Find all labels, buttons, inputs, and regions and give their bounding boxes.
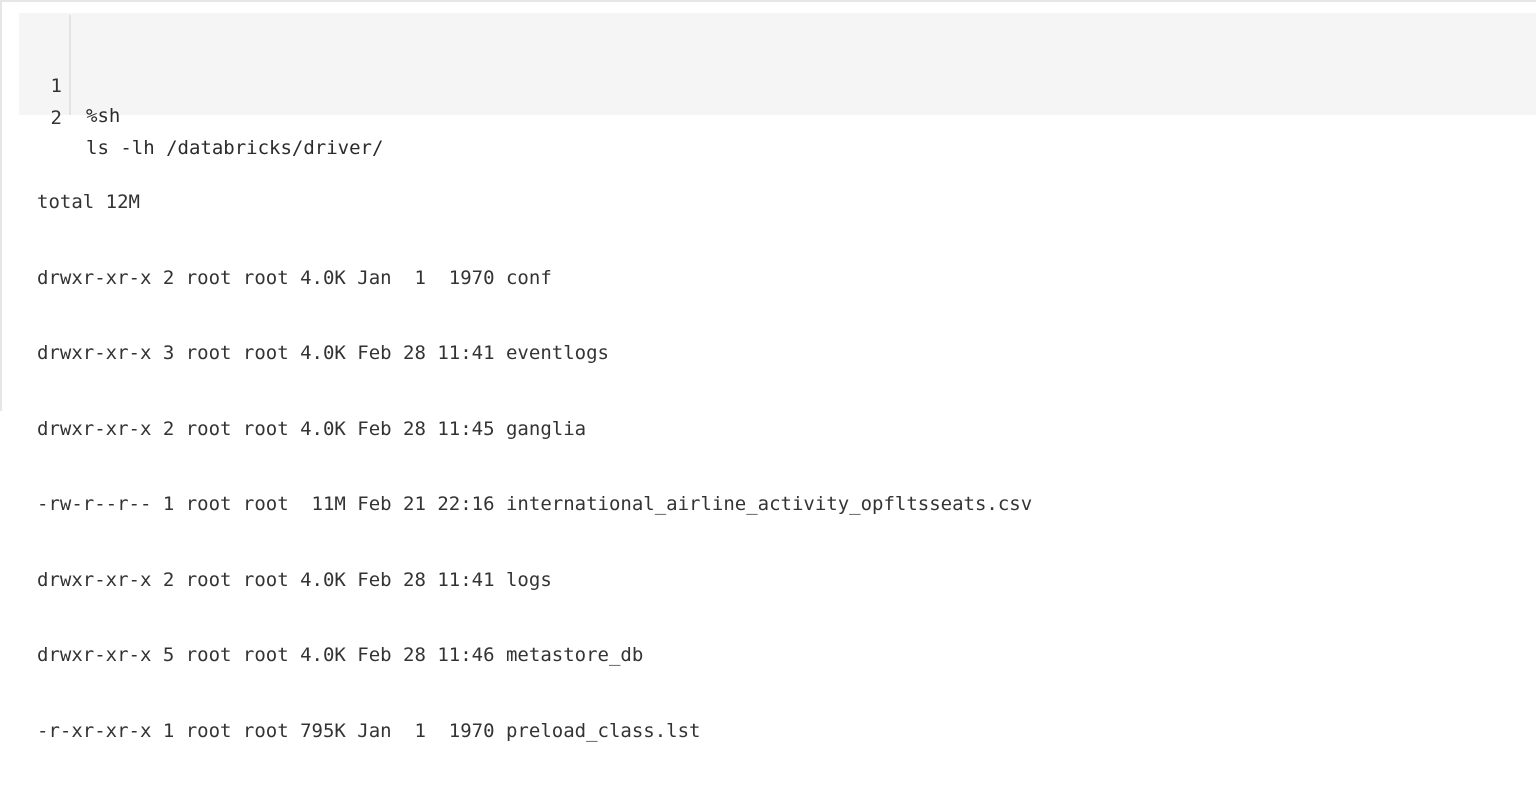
code-line[interactable]: 1 %sh <box>19 41 121 127</box>
output-line: drwxr-xr-x 2 root root 4.0K Feb 28 11:41… <box>37 568 552 591</box>
output-line: -rw-r--r-- 1 root root 11M Feb 21 22:16 … <box>37 493 1033 515</box>
output-line: drwxr-xr-x 2 root root 4.0K Feb 28 11:45… <box>37 417 587 440</box>
line-number: 1 <box>50 75 62 97</box>
code-text[interactable]: ls -lh /databricks/driver/ <box>86 137 384 159</box>
code-text[interactable]: %sh <box>86 105 121 127</box>
code-editor[interactable]: 1 %sh 2 ls -lh /databricks/driver/ <box>19 13 1536 159</box>
line-number: 2 <box>50 107 62 129</box>
output-line: drwxr-xr-x 2 root root 4.0K Jan 1 1970 c… <box>37 266 552 289</box>
output-line: drwxr-xr-x 5 root root 4.0K Feb 28 11:46… <box>37 644 644 666</box>
gutter-divider <box>69 15 71 115</box>
output-line: total 12M <box>37 191 140 213</box>
command-output: total 12M drwxr-xr-x 2 root root 4.0K Ja… <box>37 143 1536 791</box>
output-line: drwxr-xr-x 3 root root 4.0K Feb 28 11:41… <box>37 342 609 364</box>
code-line[interactable]: 2 ls -lh /databricks/driver/ <box>19 73 384 159</box>
output-line: -r-xr-xr-x 1 root root 795K Jan 1 1970 p… <box>37 719 701 742</box>
notebook-cell[interactable]: 1 %sh 2 ls -lh /databricks/driver/ total… <box>0 0 1536 742</box>
